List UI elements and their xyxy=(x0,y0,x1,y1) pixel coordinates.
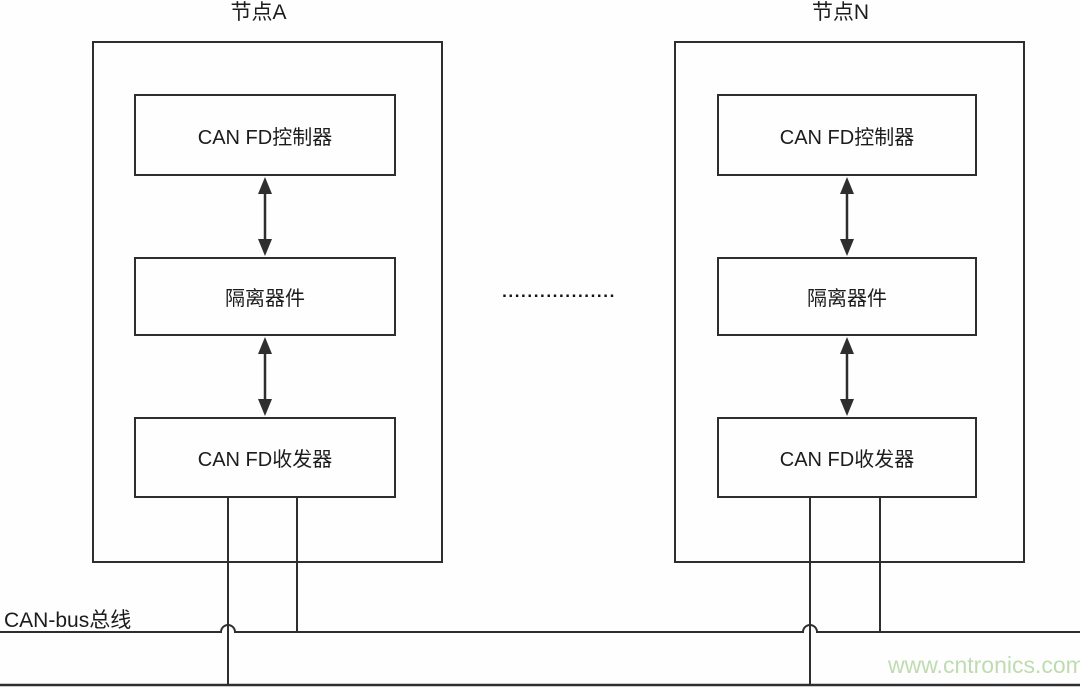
node-n-isolation-box: 隔离器件 xyxy=(717,257,977,336)
bus-line-1 xyxy=(0,624,1080,633)
node-a-isolation-box: 隔离器件 xyxy=(134,257,396,336)
watermark: www.cntronics.com xyxy=(888,652,1080,678)
node-a-title: 节点A xyxy=(230,1,287,24)
node-n-controller-box: CAN FD控制器 xyxy=(717,94,977,176)
node-n-title: 节点N xyxy=(811,1,870,24)
node-a-outline xyxy=(92,41,443,563)
can-bus-label: CAN-bus总线 xyxy=(4,609,132,632)
node-n-outline xyxy=(674,41,1025,563)
node-n-transceiver-box: CAN FD收发器 xyxy=(717,417,977,498)
node-a-controller-box: CAN FD控制器 xyxy=(134,94,396,176)
nodes-continuation-dots: .................. xyxy=(502,282,616,301)
node-a-transceiver-box: CAN FD收发器 xyxy=(134,417,396,498)
